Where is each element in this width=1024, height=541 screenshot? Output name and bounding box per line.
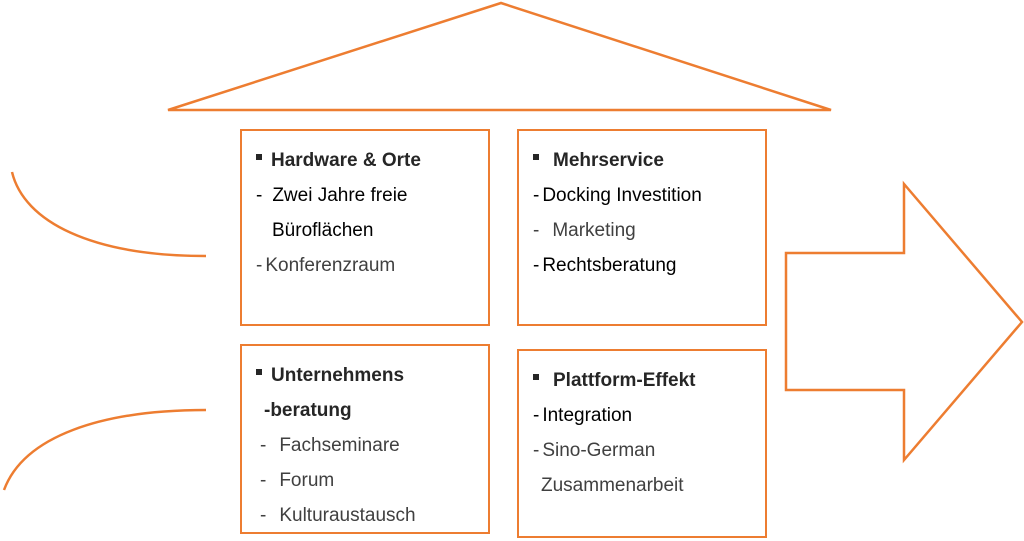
plattform-item-continuation: Zusammenarbeit xyxy=(533,468,765,503)
plattform-heading: Plattform-Effekt xyxy=(533,363,765,398)
hardware-item-continuation-text: Büroflächen xyxy=(272,220,374,241)
hardware-item: -Konferenzraum xyxy=(256,248,488,283)
plattform-bullet xyxy=(533,363,539,398)
beratung-item-text: Forum xyxy=(279,470,335,491)
mehrservice-box: Mehrservice -Docking Investition -Market… xyxy=(517,129,767,326)
dash-marker: - xyxy=(533,440,540,461)
hardware-item-continuation: Büroflächen xyxy=(256,213,488,248)
curved-arc-bottom xyxy=(2,408,207,491)
beratung-item-text: Kulturaustausch xyxy=(279,505,416,526)
beratung-heading: Unternehmens xyxy=(256,358,488,393)
beratung-box: Unternehmens -beratung -Fachseminare -Fo… xyxy=(240,344,490,534)
beratung-bullet xyxy=(256,358,262,393)
dash-marker: - xyxy=(533,185,540,206)
beratung-heading-continuation-text: -beratung xyxy=(264,400,352,421)
mehrservice-heading: Mehrservice xyxy=(533,143,765,178)
mehrservice-item: -Docking Investition xyxy=(533,178,765,213)
mehrservice-item-text: Docking Investition xyxy=(542,185,702,206)
beratung-item: -Forum xyxy=(256,463,488,498)
mehrservice-bullet xyxy=(533,143,539,178)
beratung-heading-continuation: -beratung xyxy=(256,393,488,428)
plattform-item-text: Sino-German xyxy=(542,440,656,461)
mehrservice-heading-text: Mehrservice xyxy=(553,150,664,171)
curved-arc-top xyxy=(10,171,207,258)
dash-marker: - xyxy=(256,255,263,276)
dash-marker: - xyxy=(533,405,540,426)
dash-marker: - xyxy=(533,220,540,241)
mehrservice-item-text: Rechtsberatung xyxy=(542,255,677,276)
beratung-item: -Fachseminare xyxy=(256,428,488,463)
hardware-heading: Hardware & Orte xyxy=(256,143,488,178)
roof-triangle xyxy=(167,1,832,112)
dash-marker: - xyxy=(260,470,267,491)
plattform-item-continuation-text: Zusammenarbeit xyxy=(541,475,684,496)
plattform-box: Plattform-Effekt -Integration -Sino-Germ… xyxy=(517,349,767,538)
mehrservice-item-text: Marketing xyxy=(552,220,636,241)
plattform-item: -Sino-German xyxy=(533,433,765,468)
beratung-item: -Kulturaustausch xyxy=(256,498,488,533)
mehrservice-item: -Marketing xyxy=(533,213,765,248)
dash-marker: - xyxy=(533,255,540,276)
mehrservice-item: -Rechtsberatung xyxy=(533,248,765,283)
beratung-heading-text: Unternehmens xyxy=(271,365,405,386)
hardware-bullet xyxy=(256,143,262,178)
plattform-heading-text: Plattform-Effekt xyxy=(553,370,696,391)
dash-marker: - xyxy=(260,505,267,526)
plattform-item: -Integration xyxy=(533,398,765,433)
hardware-item-text: Konferenzraum xyxy=(265,255,396,276)
dash-marker: - xyxy=(260,435,267,456)
hardware-item-text: Zwei Jahre freie xyxy=(272,185,408,206)
plattform-item-text: Integration xyxy=(542,405,633,426)
hardware-heading-text: Hardware & Orte xyxy=(271,150,421,171)
dash-marker: - xyxy=(256,185,263,206)
hardware-box: Hardware & Orte -Zwei Jahre freie Bürofl… xyxy=(240,129,490,326)
right-arrow xyxy=(784,180,1024,464)
hardware-item: -Zwei Jahre freie xyxy=(256,178,488,213)
beratung-item-text: Fachseminare xyxy=(279,435,400,456)
